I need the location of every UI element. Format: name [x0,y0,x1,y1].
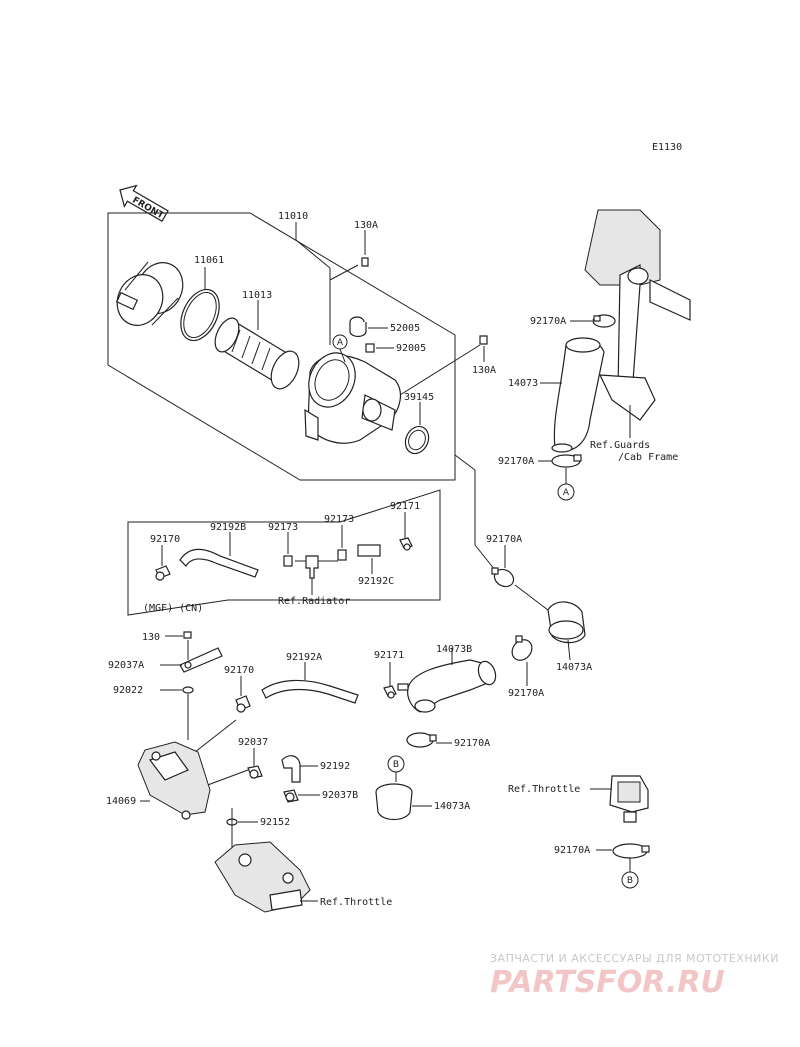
air-cleaner-group-frame [107,212,456,481]
label-92152: 92152 [260,817,290,828]
joint-14073B [397,659,497,713]
mgf-cn-box-frame [127,489,441,616]
label-92022: 92022 [113,685,143,696]
clip-92171-main [383,685,397,699]
clip-92037 [247,765,263,779]
label-92192A: 92192A [286,652,322,663]
joint-92173-a [283,555,293,567]
joint-92173-b [337,549,347,561]
o-ring-11061 [180,288,220,342]
right-throttle-body [609,775,649,823]
washer-92022 [182,686,194,694]
label-92170A-4: 92170A [508,688,544,699]
label-92037B: 92037B [322,790,358,801]
clamp-92170A-6 [612,843,650,859]
label-92170A-3: 92170A [486,534,522,545]
label-92171-main: 92171 [374,650,404,661]
marker-a-right [557,483,575,501]
bracket-92037A [179,647,223,673]
throttle-housing-14069 [137,741,211,820]
box-caption: (MGF) (CN) [143,603,203,614]
label-92192C: 92192C [358,576,394,587]
hose-92192C [357,544,381,557]
label-92170-box: 92170 [150,534,180,545]
tee-joint [305,555,319,579]
clamp-92170A-4 [511,635,533,661]
ref-guards: Ref.Guards [590,440,650,451]
elbow-hose-14073 [551,337,605,453]
label-11013: 11013 [242,290,272,301]
label-52005: 52005 [390,323,420,334]
label-14073A-low: 14073A [434,801,470,812]
label-92173-b: 92173 [324,514,354,525]
label-11061: 11061 [194,255,224,266]
label-92173-a: 92173 [268,522,298,533]
air-cleaner-housing [304,352,402,444]
label-92192: 92192 [320,761,350,772]
label-92170A-1: 92170A [530,316,566,327]
fitting-92005 [365,343,375,353]
label-14073A-right: 14073A [556,662,592,673]
diagram-code: E1130 [652,142,682,153]
elbow-14073A-right [547,601,586,644]
label-92037: 92037 [238,737,268,748]
hose-92192A [261,679,359,704]
filter-element-11013 [214,317,300,390]
marker-b-right-label: B [627,876,633,886]
clamp-92170A-3 [491,567,515,588]
lower-throttle-assembly [214,841,311,913]
clamp-92170A-2 [551,454,582,468]
watermark-tagline: ЗАПЧАСТИ И АКСЕССУАРЫ ДЛЯ МОТОТЕХНИКИ [490,952,779,965]
clamp-92170A-5 [406,732,437,748]
bolt-130A-top [361,257,369,267]
marker-a-right-label: A [563,488,570,498]
label-14069: 14069 [106,796,136,807]
bolt-130A-right [479,335,488,345]
ref-throttle-right: Ref.Throttle [508,784,580,795]
clip-92037B [283,789,299,803]
label-92171-top: 92171 [390,501,420,512]
front-arrow-icon: FRONT [119,184,169,223]
label-92170A-5: 92170A [454,738,490,749]
band-39145 [404,425,430,455]
cap-52005 [349,316,367,338]
bolt-130 [183,631,192,639]
clip-92170-main [235,695,251,713]
clip-92171-box [399,537,413,551]
marker-b-right [621,871,639,889]
marker-a-housing-label: A [337,338,344,348]
label-92170-main: 92170 [224,665,254,676]
label-92037A: 92037A [108,660,144,671]
clip-92170-box [155,565,171,581]
hose-92192B [179,548,259,578]
clamp-92170A-1 [592,314,616,328]
cab-frame-structure [584,209,691,421]
label-130A-right: 130A [472,365,496,376]
label-130A-top: 130A [354,220,378,231]
label-11010: 11010 [278,211,308,222]
intake-duct-ring [115,261,184,326]
label-92170A-6: 92170A [554,845,590,856]
ref-radiator: Ref.Radiator [278,596,350,607]
watermark-logo: PARTSFOR.RU [490,965,725,1000]
label-92170A-2: 92170A [498,456,534,467]
elbow-92192 [281,755,301,783]
label-39145: 39145 [404,392,434,403]
label-14073B: 14073B [436,644,472,655]
ref-throttle-bottom: Ref.Throttle [320,897,392,908]
label-130: 130 [142,632,160,643]
marker-b-left-label: B [393,760,399,770]
duct-14073A-low [375,783,413,821]
label-92005: 92005 [396,343,426,354]
label-14073: 14073 [508,378,538,389]
ref-cab-frame: /Cab Frame [618,452,678,463]
label-92192B: 92192B [210,522,246,533]
